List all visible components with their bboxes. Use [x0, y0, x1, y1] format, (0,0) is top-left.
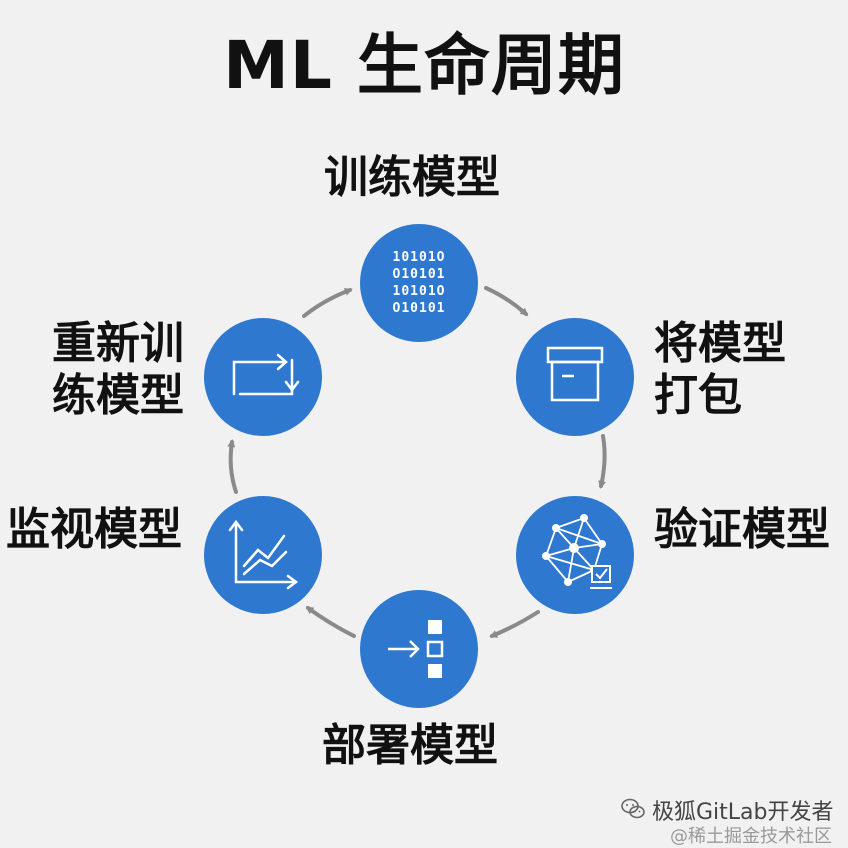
label-train: 训练模型 — [324, 152, 500, 204]
label-monitor: 监视模型 — [6, 504, 182, 556]
node-package — [516, 318, 634, 436]
arrow-monitor-to-retrain — [227, 439, 238, 494]
label-deploy-text: 部署模型 — [322, 720, 498, 771]
label-package-line1: 将模型 — [654, 318, 786, 369]
arrow-deploy-to-monitor — [305, 606, 356, 638]
label-deploy: 部署模型 — [322, 720, 498, 772]
diagram-title: ML 生命周期 — [223, 27, 625, 104]
label-train-text: 训练模型 — [324, 152, 500, 203]
node-monitor — [204, 496, 322, 614]
node-validate — [516, 496, 634, 614]
retrain-loop-icon — [232, 353, 300, 396]
network-validation-icon — [542, 514, 612, 589]
binary-line: 10101O — [392, 250, 446, 265]
label-retrain-line1: 重新训 — [52, 318, 184, 369]
binary-line: O10101 — [392, 267, 446, 282]
node-retrain — [204, 318, 322, 436]
arrow-package-to-validate — [598, 434, 607, 489]
watermark-account-name: 极狐GitLab开发者 — [652, 800, 834, 825]
watermark-source: @稀土掘金技术社区 — [670, 826, 832, 847]
node-train: 10101O O10101 10101O O10101 — [360, 224, 478, 342]
wechat-icon — [621, 798, 645, 819]
arrow-retrain-to-train — [302, 288, 353, 318]
label-package: 将模型 打包 — [654, 318, 786, 422]
node-deploy — [360, 590, 478, 708]
label-validate-text: 验证模型 — [654, 504, 830, 555]
watermark: 极狐GitLab开发者 @稀土掘金技术社区 — [620, 790, 846, 847]
label-validate: 验证模型 — [654, 504, 830, 556]
label-monitor-text: 监视模型 — [6, 504, 182, 555]
binary-data-icon: 10101O O10101 10101O O10101 — [360, 249, 478, 317]
arrow-validate-to-deploy — [489, 610, 540, 638]
label-retrain-line2: 练模型 — [52, 370, 184, 421]
label-package-line2: 打包 — [654, 370, 742, 421]
deploy-arrow-icon — [388, 620, 444, 678]
label-retrain: 重新训 练模型 — [52, 318, 184, 422]
arrow-train-to-package — [484, 286, 529, 316]
package-box-icon — [546, 346, 604, 402]
line-chart-icon — [228, 519, 299, 590]
binary-line: O10101 — [392, 301, 446, 316]
binary-line: 10101O — [392, 284, 446, 299]
